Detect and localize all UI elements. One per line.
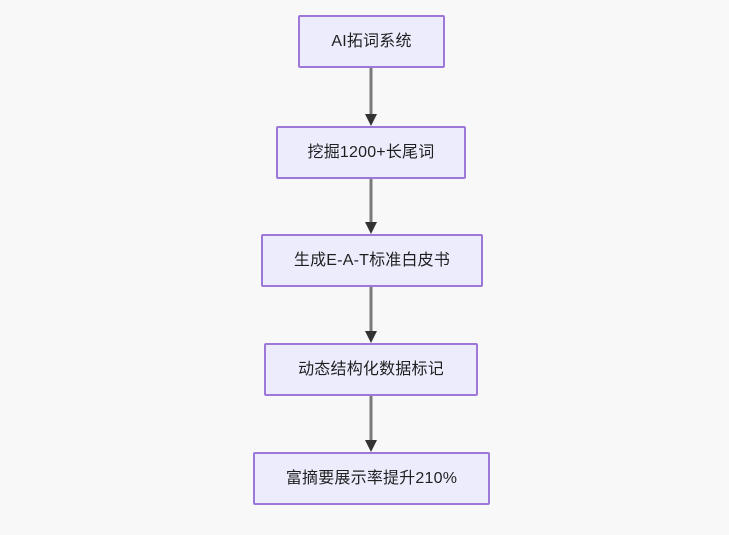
flow-node-label: AI拓词系统 xyxy=(331,32,412,50)
flow-node-rich-snippet-result[interactable]: 富摘要展示率提升210% xyxy=(253,452,490,505)
edge-n1-n2 xyxy=(365,68,377,126)
flow-node-structured-data-markup[interactable]: 动态结构化数据标记 xyxy=(264,343,478,396)
arrow-head-icon xyxy=(365,440,377,452)
flow-node-ai-keyword-system[interactable]: AI拓词系统 xyxy=(298,15,445,68)
edge-n2-n3 xyxy=(365,179,377,234)
edge-n3-n4 xyxy=(365,287,377,343)
flow-node-label: 动态结构化数据标记 xyxy=(298,360,444,378)
flow-node-label: 挖掘1200+长尾词 xyxy=(307,143,435,161)
arrow-head-icon xyxy=(365,331,377,343)
arrow-head-icon xyxy=(365,222,377,234)
edge-n4-n5 xyxy=(365,396,377,452)
arrow-head-icon xyxy=(365,114,377,126)
flow-node-label: 富摘要展示率提升210% xyxy=(285,469,458,487)
flow-node-label: 生成E-A-T标准白皮书 xyxy=(293,251,451,269)
flow-node-eat-whitepaper[interactable]: 生成E-A-T标准白皮书 xyxy=(261,234,483,287)
flow-node-longtail-keywords[interactable]: 挖掘1200+长尾词 xyxy=(276,126,466,179)
